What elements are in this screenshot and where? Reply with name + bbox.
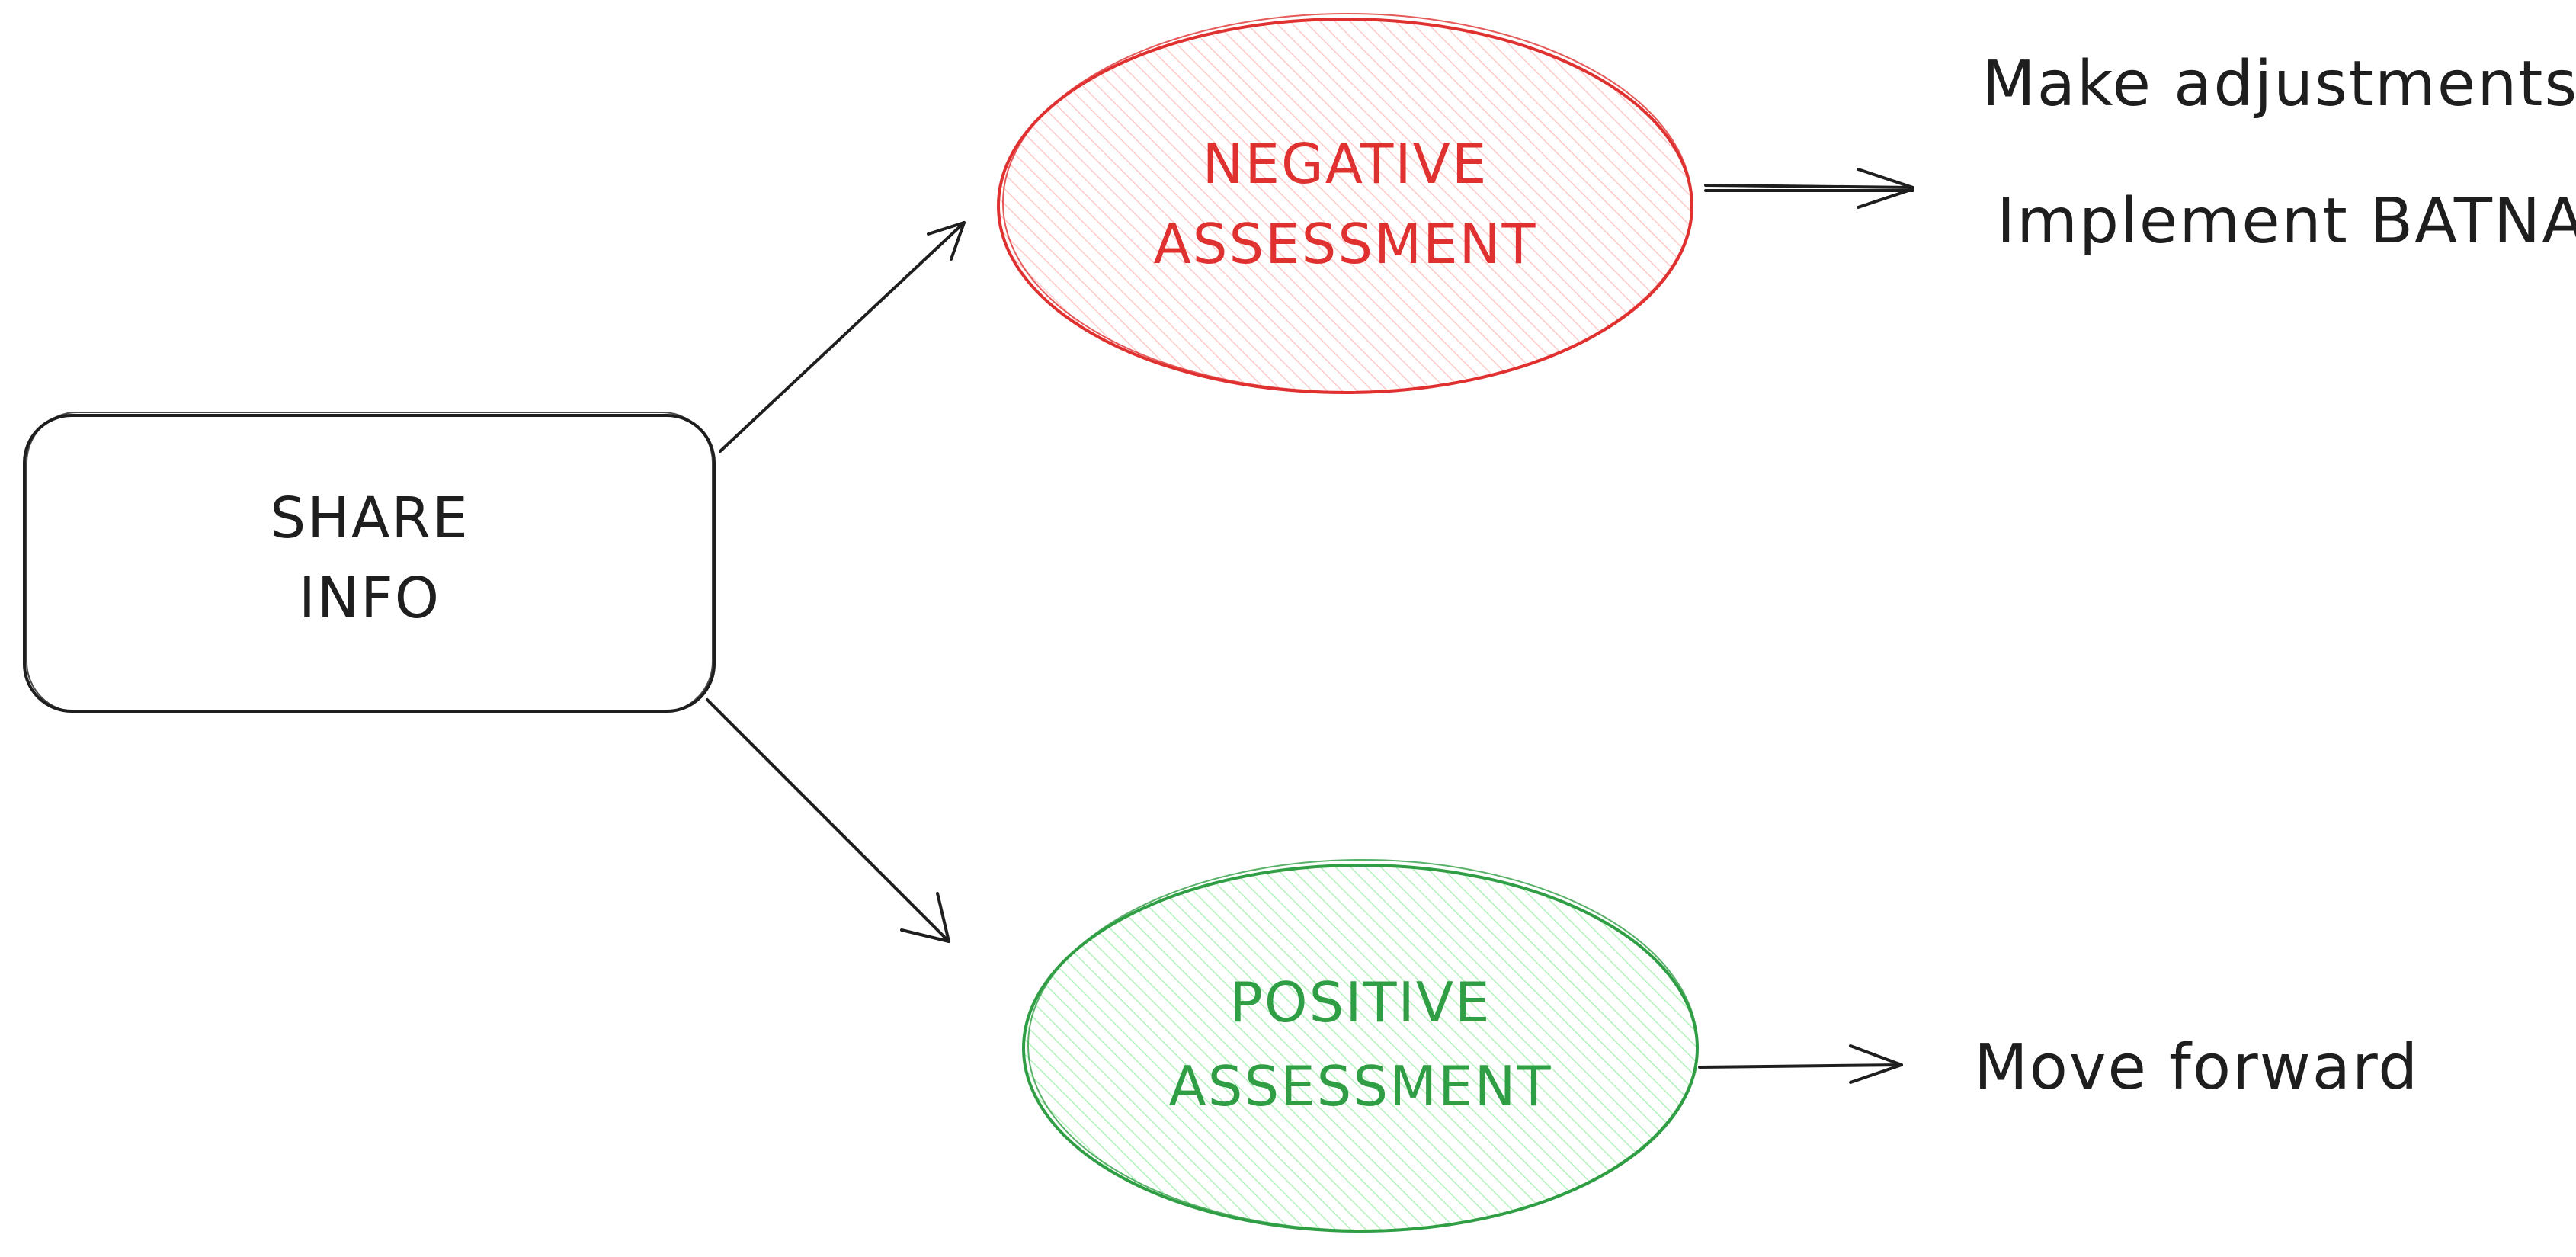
arrow-share-to-negative <box>719 221 966 453</box>
arrow-share-to-positive <box>706 698 950 943</box>
share-info-label-line1: SHARE <box>270 486 469 551</box>
positive-assessment-label-line1: POSITIVE <box>1230 970 1491 1034</box>
outcome-make-adjustments: Make adjustments <box>1982 48 2576 120</box>
outcome-implement-batna: Implement BATNA <box>1997 185 2576 258</box>
arrow-positive-to-outcome <box>1698 1044 1903 1084</box>
share-info-node: SHARE INFO <box>23 412 716 713</box>
negative-assessment-label-line1: NEGATIVE <box>1203 132 1488 196</box>
negative-outcomes: Make adjustments Implement BATNA <box>1982 48 2576 258</box>
positive-assessment-label-line2: ASSESSMENT <box>1168 1054 1552 1118</box>
negative-assessment-label-line2: ASSESSMENT <box>1153 212 1536 276</box>
arrow-negative-to-outcomes <box>1704 168 1914 209</box>
share-info-label-line2: INFO <box>299 566 441 631</box>
outcome-move-forward: Move forward <box>1974 1031 2419 1104</box>
positive-assessment-node: POSITIVE ASSESSMENT <box>1022 859 1699 1233</box>
positive-outcomes: Move forward <box>1974 1031 2419 1104</box>
negative-assessment-node: NEGATIVE ASSESSMENT <box>997 13 1693 394</box>
